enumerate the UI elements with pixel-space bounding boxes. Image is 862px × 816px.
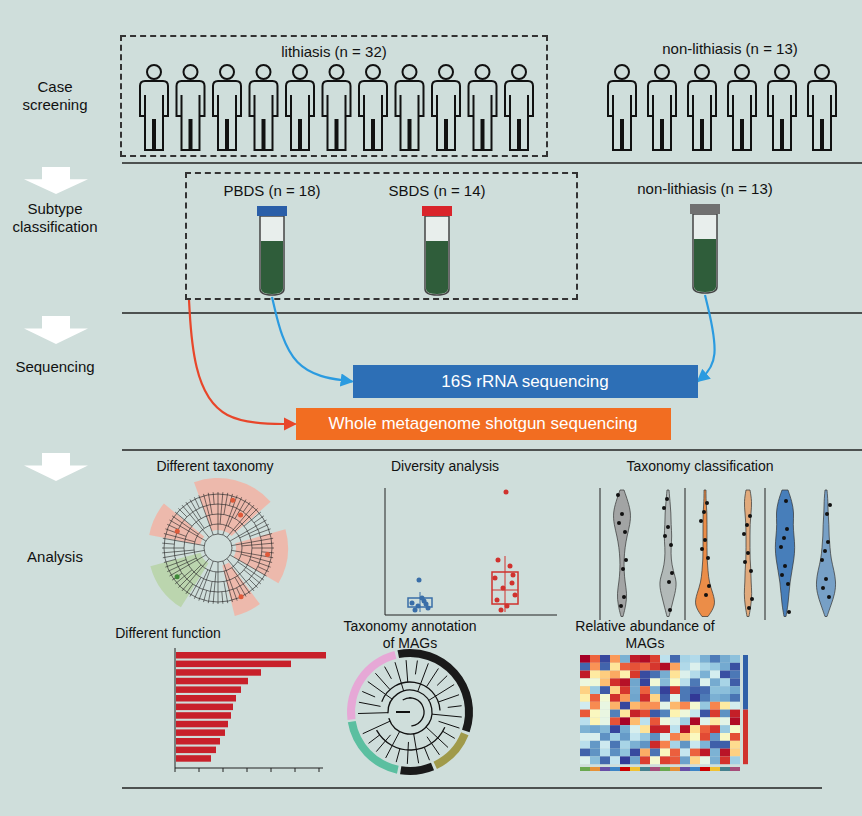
group-label: non-lithiasis (n = 13) xyxy=(630,40,830,58)
panel-title: Different function xyxy=(83,625,253,642)
person-icon xyxy=(140,65,168,150)
person-icon xyxy=(250,65,278,150)
panel-title: Diversity analysis xyxy=(360,458,530,475)
section-divider xyxy=(122,449,862,451)
panel-title: Taxonomy annotation of MAGs xyxy=(340,618,480,652)
person-icon xyxy=(359,65,387,150)
process-box: Whole metagenome shotgun sequencing xyxy=(296,408,671,440)
person-icon xyxy=(688,65,716,150)
person-icon xyxy=(768,65,796,150)
box-label: Whole metagenome shotgun sequencing xyxy=(328,414,637,434)
section-label: Subtype classification xyxy=(5,200,105,236)
group-box: lithiasis (n = 32) xyxy=(120,35,548,157)
person-icon xyxy=(728,65,756,150)
section-label: Sequencing xyxy=(5,358,105,376)
person-icon xyxy=(323,65,351,150)
box-label: 16S rRNA sequencing xyxy=(441,372,608,392)
sample-tube: PBDS (n = 18) xyxy=(219,182,324,297)
section-label: Analysis xyxy=(5,548,105,566)
tube-drawing xyxy=(421,205,453,297)
flow-arrow xyxy=(24,167,88,194)
person-icon xyxy=(808,65,836,150)
tube-drawing xyxy=(689,203,721,295)
panel-title: Relative abundance of MAGs xyxy=(575,618,715,652)
section-divider xyxy=(122,162,862,164)
heatmap xyxy=(580,655,748,771)
box-plot xyxy=(385,488,557,615)
section-divider xyxy=(122,312,862,314)
node-heading: PBDS (n = 18) xyxy=(223,182,320,199)
bar-chart xyxy=(175,648,326,772)
sample-tube: SBDS (n = 14) xyxy=(384,182,489,297)
node-heading: lithiasis (n = 32) xyxy=(122,43,546,60)
flow-connector xyxy=(698,295,715,382)
node-heading: SBDS (n = 14) xyxy=(388,182,485,199)
node-heading: non-lithiasis (n = 13) xyxy=(637,180,772,197)
section-label: Case screening xyxy=(10,78,100,114)
person-icon xyxy=(432,65,460,150)
flow-arrow xyxy=(24,453,88,481)
person-icon xyxy=(286,65,314,150)
person-icon xyxy=(469,65,497,150)
process-box: 16S rRNA sequencing xyxy=(353,365,698,398)
tube-drawing xyxy=(256,205,288,297)
person-icon xyxy=(505,65,533,150)
phylogenetic-tree xyxy=(347,649,473,775)
sample-tube: non-lithiasis (n = 13) xyxy=(633,180,776,295)
group-box: PBDS (n = 18) SBDS (n = 14) xyxy=(185,172,578,300)
person-icon xyxy=(608,65,636,150)
person-icon xyxy=(396,65,424,150)
flow-connector xyxy=(272,297,353,382)
violin-plot xyxy=(600,488,836,620)
flow-arrow xyxy=(24,316,88,344)
flow-connector xyxy=(189,300,296,424)
person-icon xyxy=(213,65,241,150)
panel-title: Different taxonomy xyxy=(130,458,300,475)
panel-title: Taxonomy classification xyxy=(600,458,800,475)
person-icon xyxy=(648,65,676,150)
person-icon xyxy=(177,65,205,150)
cladogram xyxy=(149,478,288,616)
section-divider xyxy=(122,787,822,789)
